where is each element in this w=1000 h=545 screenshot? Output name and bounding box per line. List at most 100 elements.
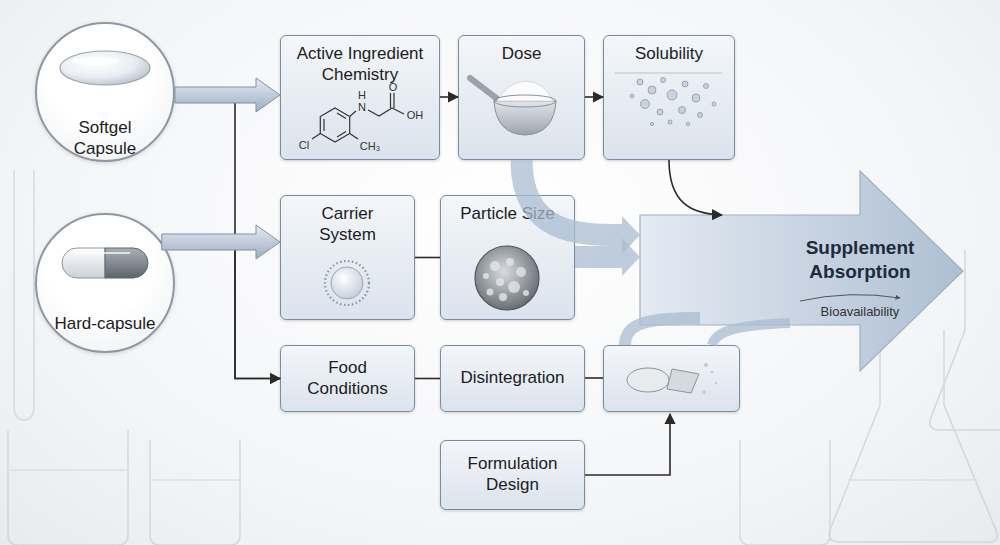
link-arrow	[585, 414, 670, 475]
test-tube	[14, 170, 34, 420]
process-box: Dose	[458, 35, 585, 160]
scoop-illustration	[470, 78, 556, 135]
bond	[368, 108, 392, 116]
crumb	[711, 371, 714, 374]
particle	[483, 273, 489, 279]
arrow-body	[640, 171, 963, 371]
node-label: Active Ingredient Chemistry	[285, 44, 435, 85]
block-arrow	[162, 225, 280, 259]
connector	[522, 160, 641, 254]
hard-capsule-illustration	[62, 248, 148, 278]
bubble	[712, 102, 716, 106]
process-box: Food Conditions	[280, 345, 415, 412]
bioavailability-swoosh	[800, 295, 900, 301]
crumb	[715, 382, 717, 384]
output-arrow: Supplement AbsorptionBioavailability	[595, 170, 965, 372]
process-box: Active Ingredient Chemistry	[280, 35, 440, 160]
process-box: Particle Size	[440, 195, 575, 320]
flow-swoosh	[625, 318, 700, 345]
glassware	[8, 170, 1000, 545]
bubble	[661, 78, 666, 83]
flow-band-head	[622, 216, 640, 254]
double-bond	[391, 93, 395, 108]
node-label: Hard-capsule	[54, 313, 155, 334]
connector	[440, 97, 458, 98]
bond	[350, 134, 358, 140]
liposome-illustration	[325, 261, 369, 305]
connector-line	[585, 96, 603, 98]
particle	[487, 289, 494, 296]
process-box: Formulation Design	[440, 440, 585, 510]
powder-mound	[497, 81, 553, 101]
chemical-structure	[312, 93, 404, 142]
bubble	[668, 120, 672, 124]
connector-line	[415, 378, 440, 380]
node-label: Food Conditions	[293, 358, 403, 399]
bubble	[692, 94, 700, 102]
particle	[516, 267, 526, 277]
particle	[499, 293, 507, 301]
connector-line	[175, 95, 280, 379]
bubble	[637, 79, 643, 85]
connector	[175, 95, 280, 379]
node-label: Dose	[502, 44, 542, 65]
beaker	[8, 430, 128, 545]
connector	[162, 242, 280, 379]
connector-line	[415, 257, 440, 259]
bubble	[630, 94, 634, 98]
capsule-highlight	[75, 252, 130, 254]
connector	[162, 225, 280, 259]
softgel-illustration	[60, 51, 150, 85]
node-label: Carrier System	[303, 204, 393, 245]
capsule-circle: Softgel Capsule	[35, 22, 175, 162]
node-label: Particle Size	[460, 204, 554, 225]
node-subtitle: Bioavailability	[785, 304, 935, 320]
bubble	[698, 113, 703, 118]
bubble	[648, 86, 656, 94]
beaker-water-line	[8, 469, 128, 471]
bubble	[679, 107, 686, 114]
flow-band	[575, 246, 622, 268]
particle	[496, 278, 504, 286]
particle-illustration	[475, 246, 539, 310]
bubbles	[630, 78, 716, 126]
softgel-shape	[60, 51, 150, 85]
bubble	[682, 81, 688, 87]
bubble	[667, 90, 677, 100]
process-box: Disintegration	[440, 345, 585, 412]
node-label: Formulation Design	[458, 454, 568, 495]
node-label: Solubility	[635, 44, 703, 65]
particle	[508, 281, 520, 293]
scoop-handle	[470, 78, 500, 101]
beaker-water-line	[150, 479, 240, 481]
bubble	[704, 84, 709, 89]
micrograph-circle	[475, 246, 539, 310]
capsule-circle: Hard-capsule	[35, 213, 175, 353]
beaker	[150, 440, 240, 545]
water-surface	[615, 72, 722, 73]
ring-double-bonds	[324, 113, 346, 137]
link-line	[585, 377, 603, 379]
lipid-ring	[325, 261, 369, 305]
flow-band-head	[622, 238, 640, 276]
bubble	[641, 100, 650, 109]
flask-water-line	[848, 479, 978, 481]
tablet-fragment	[667, 369, 699, 393]
connector-line	[162, 242, 280, 379]
benzene-ring	[320, 108, 349, 142]
connector-line	[669, 160, 722, 215]
scoop-rim	[494, 95, 556, 107]
tablet-box	[603, 345, 740, 412]
crumb	[704, 363, 708, 367]
tablet-piece	[627, 368, 669, 392]
flow-swoosh	[712, 323, 790, 345]
node-title: Supplement Absorption	[780, 236, 940, 284]
connector	[415, 378, 440, 379]
connector	[585, 97, 603, 98]
connector	[175, 78, 280, 112]
capsule-half	[62, 248, 105, 278]
block-arrow	[175, 78, 280, 112]
beaker	[740, 440, 830, 545]
